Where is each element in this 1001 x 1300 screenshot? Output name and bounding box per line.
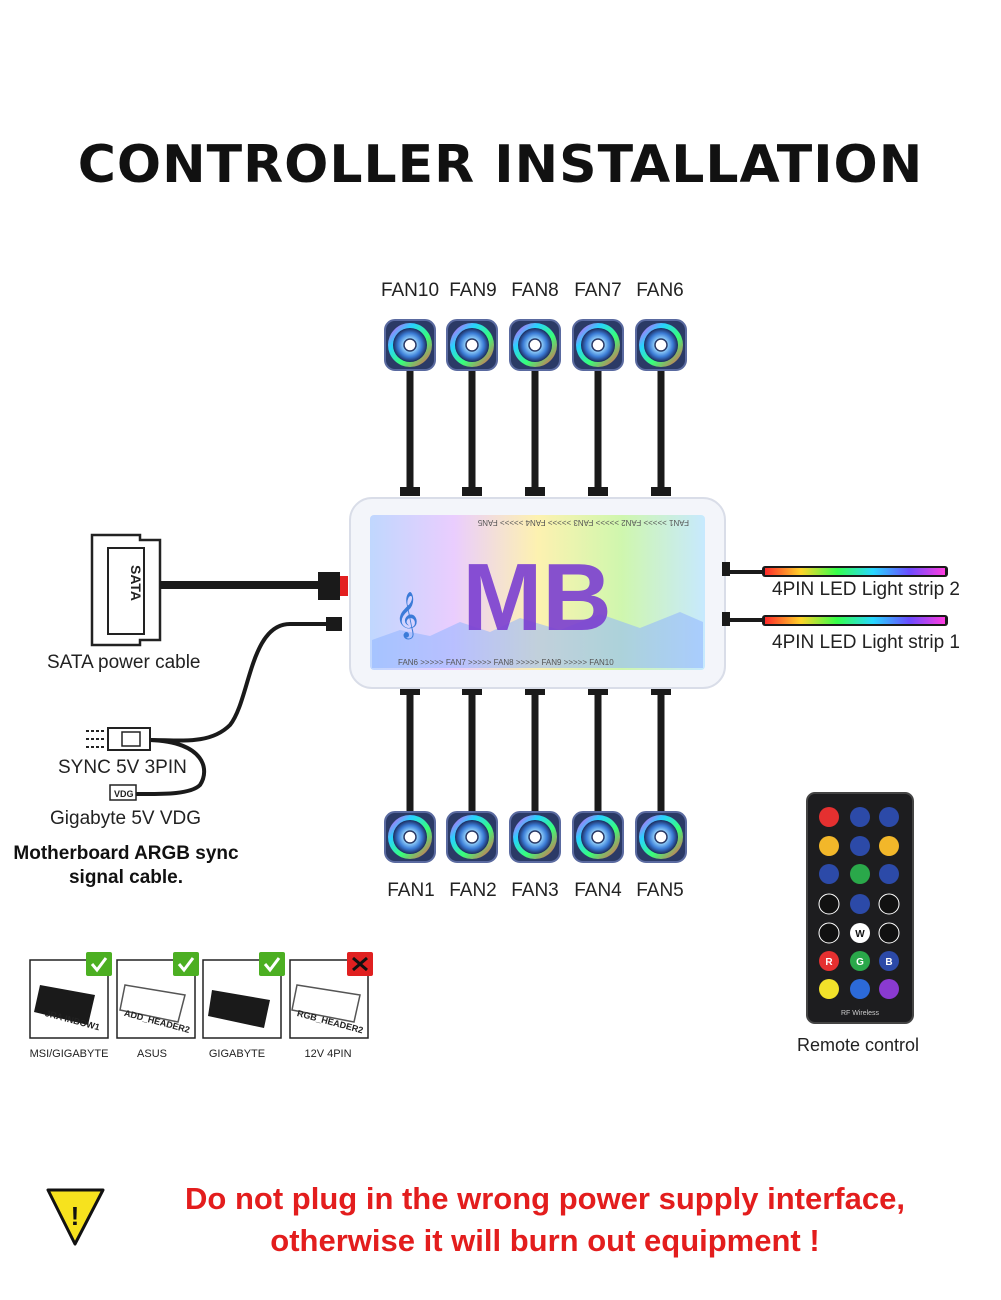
fan-icon (635, 811, 687, 863)
svg-text:!: ! (71, 1201, 80, 1231)
sync-3pin-connector-icon (86, 727, 151, 751)
fan-icon (446, 319, 498, 371)
hub-logo: MB (462, 544, 611, 651)
strip-1-label: 4PIN LED Light strip 1 (772, 632, 960, 653)
vdg-connector-icon: VDG (109, 784, 137, 801)
fan-icon (509, 319, 561, 371)
vdg-tag: VDG (114, 789, 134, 799)
gigabyte-label: Gigabyte 5V VDG (50, 808, 202, 829)
top-fans (384, 319, 687, 371)
header-asus: ADD_HEADER2 (116, 952, 199, 1039)
fan-label: FAN6 (636, 280, 684, 301)
fan-label: FAN7 (574, 280, 622, 301)
controller-hub: FAN1 >>>>> FAN2 >>>>> FAN3 >>>>> FAN4 >>… (349, 497, 726, 689)
warning-icon: ! (46, 1188, 105, 1246)
remote-button-r: R (825, 957, 833, 968)
led-strip-1 (722, 612, 948, 626)
strip-2-label: 4PIN LED Light strip 2 (772, 579, 960, 600)
fan-icon (384, 811, 436, 863)
fan-icon (446, 811, 498, 863)
fan-label: FAN5 (636, 880, 684, 901)
sata-text: SATA (128, 565, 144, 601)
header-12v-4pin: RGB_HEADER2 (289, 952, 373, 1039)
sync-label: SYNC 5V 3PIN (58, 757, 187, 778)
fan-icon (384, 319, 436, 371)
fan-icon (572, 319, 624, 371)
remote-button-w: W (855, 929, 865, 940)
sata-connector-icon: SATA (90, 533, 162, 647)
led-strip-2 (722, 562, 948, 577)
fan-label: FAN4 (574, 880, 622, 901)
argb-label: Motherboard ARGB sync signal cable. (13, 843, 239, 888)
fan-label: FAN2 (449, 880, 497, 901)
fan-label: FAN8 (511, 280, 559, 301)
fan-label: FAN3 (511, 880, 559, 901)
header-caption: ASUS (137, 1048, 167, 1060)
header-gigabyte (202, 952, 285, 1039)
page-title: CONTROLLER INSTALLATION (77, 135, 924, 195)
fan-icon (509, 811, 561, 863)
remote-label: Remote control (797, 1035, 920, 1055)
fan-label: FAN1 (387, 880, 435, 901)
remote-button-g: G (856, 957, 864, 968)
hub-top-ports: FAN1 >>>>> FAN2 >>>>> FAN3 >>>>> FAN4 >>… (477, 518, 689, 527)
warning-text: Do not plug in the wrong power supply in… (185, 1181, 905, 1258)
bottom-fans (384, 811, 687, 863)
remote-control-icon: W R G B RF Wireless (806, 792, 914, 1024)
fan-icon (572, 811, 624, 863)
header-caption: MSI/GIGABYTE (29, 1048, 109, 1060)
remote-button-b: B (885, 957, 892, 968)
header-caption: GIGABYTE (208, 1048, 266, 1060)
bottom-fan-cables (406, 690, 665, 815)
sata-power-label: SATA power cable (47, 652, 201, 673)
hub-bottom-ports: FAN6 >>>>> FAN7 >>>>> FAN8 >>>>> FAN9 >>… (398, 658, 614, 667)
fan-label: FAN9 (449, 280, 497, 301)
treble-clef-icon: 𝄞 (395, 592, 419, 640)
header-caption: 12V 4PIN (304, 1048, 352, 1060)
top-fan-cables (406, 368, 665, 490)
fan-icon (635, 319, 687, 371)
remote-brand: RF Wireless (841, 1010, 880, 1017)
header-msi: JRA INBOW1 (29, 952, 112, 1039)
fan-label: FAN10 (380, 280, 440, 301)
